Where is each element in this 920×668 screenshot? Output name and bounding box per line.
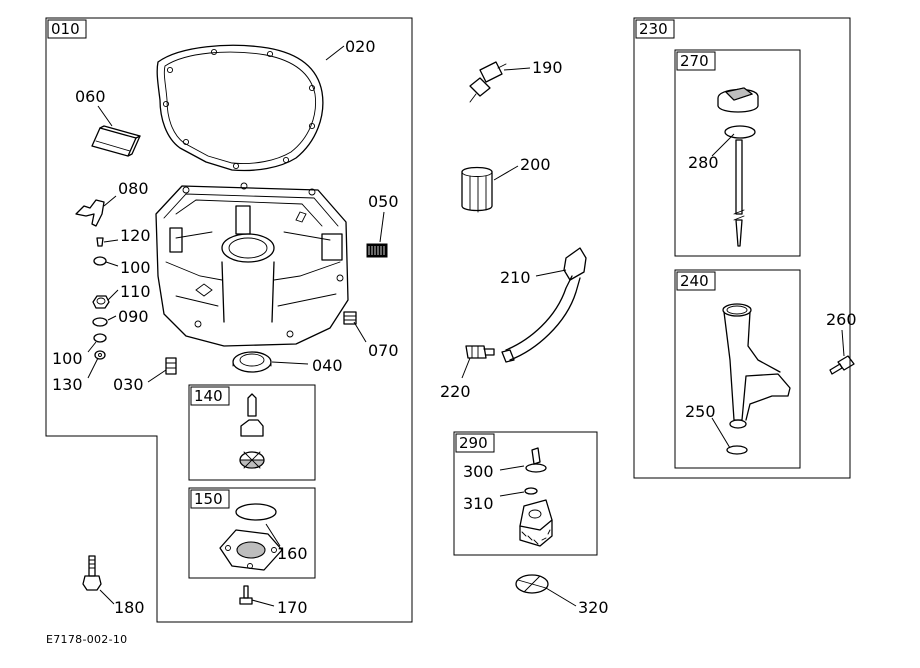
part-label-280: 280 [688, 153, 719, 172]
part-label-110: 110 [120, 282, 151, 301]
part-label-120: 120 [120, 226, 151, 245]
gasket-020-drawing [156, 44, 324, 172]
group-code-240: 240 [676, 271, 716, 291]
plug-030-drawing [165, 357, 177, 375]
group-270-frame [674, 49, 801, 257]
washer-100-lower-drawing [93, 333, 107, 343]
group-code-240-text: 240 [680, 272, 709, 290]
group-code-230-text: 230 [639, 20, 668, 38]
part-label-200: 200 [520, 155, 551, 174]
part-label-020: 020 [345, 37, 376, 56]
pump-290-drawing [519, 499, 553, 547]
cap-110-drawing [92, 295, 110, 309]
group-140-frame [188, 384, 316, 481]
cover-060-drawing [91, 125, 141, 157]
plug-070-drawing [343, 311, 357, 325]
breather-140-drawing [239, 393, 265, 469]
group-code-270: 270 [676, 51, 716, 71]
part-label-320: 320 [578, 598, 609, 617]
part-label-030: 030 [113, 375, 144, 394]
dipstick-270-drawing [717, 87, 759, 247]
part-label-070: 070 [368, 341, 399, 360]
part-label-060: 060 [75, 87, 106, 106]
oilseal-040-drawing [232, 351, 272, 373]
group-code-270-text: 270 [680, 52, 709, 70]
group-010-frame [45, 17, 413, 623]
group-code-150-text: 150 [194, 490, 223, 508]
group-code-230: 230 [635, 19, 675, 39]
part-label-260: 260 [826, 310, 857, 329]
part-label-170: 170 [277, 598, 308, 617]
group-code-150: 150 [190, 489, 230, 509]
hose-210-drawing [501, 247, 587, 363]
washer-100-upper-drawing [93, 256, 107, 266]
document-code: E7178-002-10 [46, 633, 127, 646]
part-label-100-upper: 100 [120, 258, 151, 277]
bolt-260-drawing [829, 355, 855, 375]
shaft-300-drawing [525, 447, 547, 473]
part-label-130: 130 [52, 375, 83, 394]
group-code-290-text: 290 [459, 434, 488, 452]
part-label-090: 090 [118, 307, 149, 326]
ring-150-drawing [235, 503, 277, 521]
bolt-180-drawing [82, 555, 102, 591]
oilfilter-200-drawing [461, 166, 493, 213]
part-label-220: 220 [440, 382, 471, 401]
part-label-080: 080 [118, 179, 149, 198]
cover-160-drawing [219, 529, 283, 571]
part-label-040: 040 [312, 356, 343, 375]
filter-050-drawing [366, 243, 388, 258]
part-label-300: 300 [463, 462, 494, 481]
part-label-250: 250 [685, 402, 716, 421]
pin-120-drawing [96, 237, 104, 247]
leader-lines [87, 45, 845, 607]
lever-080-drawing [75, 199, 105, 227]
fillertube-240-drawing [722, 303, 791, 455]
oring-090-drawing [92, 317, 108, 327]
part-label-100-lower: 100 [52, 349, 83, 368]
group-code-290: 290 [455, 433, 495, 453]
part-label-210: 210 [500, 268, 531, 287]
disc-320-drawing [515, 574, 549, 594]
bolt-170-drawing [239, 585, 253, 605]
part-label-180: 180 [114, 598, 145, 617]
oring-310-drawing [524, 487, 538, 495]
nut-130-drawing [94, 350, 106, 360]
group-230-frame [633, 17, 851, 479]
group-code-140-text: 140 [194, 387, 223, 405]
fitting-220-drawing [465, 345, 495, 359]
part-label-050: 050 [368, 192, 399, 211]
part-label-190: 190 [532, 58, 563, 77]
part-label-310: 310 [463, 494, 494, 513]
group-code-010-text: 010 [51, 20, 80, 38]
sensor-190-drawing [469, 61, 507, 103]
group-code-140: 140 [190, 386, 230, 406]
group-290-frame [453, 431, 598, 556]
group-code-010: 010 [47, 19, 87, 39]
part-label-160: 160 [277, 544, 308, 563]
crankcase-010-drawing [155, 182, 349, 347]
group-240-frame [674, 269, 801, 469]
group-150-frame [188, 487, 316, 579]
